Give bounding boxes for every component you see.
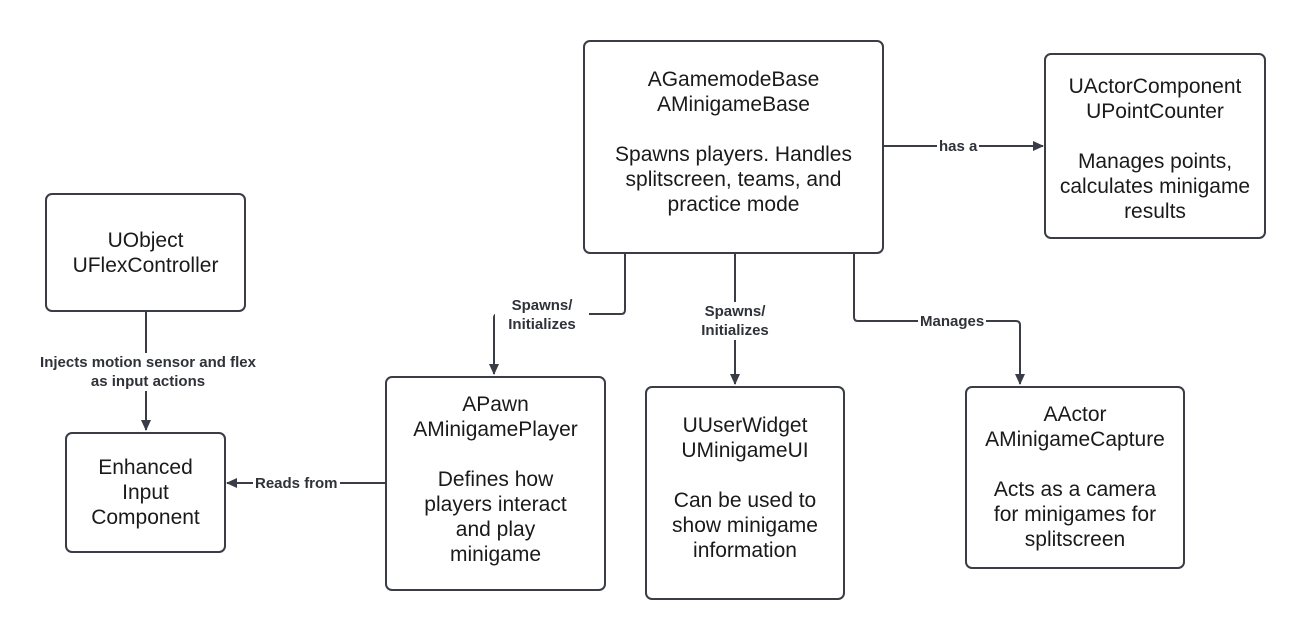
node-class-name: AActor bbox=[1043, 403, 1107, 426]
edge-label-spawns-player: Spawns/ Initializes bbox=[495, 296, 589, 334]
node-description: Can be used to show minigame information bbox=[672, 489, 818, 562]
node-gamemode-base: AGamemodeBase AMinigameBase Spawns playe… bbox=[583, 40, 884, 254]
edge-label-spawns-widget: Spawns/ Initializes bbox=[688, 302, 782, 340]
node-minigame-ui: UUserWidget UMinigameUI Can be used to s… bbox=[645, 386, 845, 600]
node-subclass-name: UPointCounter bbox=[1086, 100, 1224, 123]
node-description: Spawns players. Handles splitscreen, tea… bbox=[615, 143, 852, 216]
node-minigame-player: APawn AMinigamePlayer Defines how player… bbox=[385, 376, 606, 591]
node-minigame-capture: AActor AMinigameCapture Acts as a camera… bbox=[965, 386, 1185, 569]
node-description: Defines how players interact and play mi… bbox=[424, 468, 567, 566]
node-description: Enhanced Input Component bbox=[91, 456, 200, 529]
node-class-name: UActorComponent bbox=[1068, 75, 1242, 98]
node-class-name: AGamemodeBase bbox=[647, 68, 820, 91]
node-description: Acts as a camera for minigames for split… bbox=[993, 478, 1157, 551]
edge-label-manages: Manages bbox=[918, 312, 987, 331]
node-subclass-name: AMinigameBase bbox=[657, 93, 810, 116]
node-subclass-name: UMinigameUI bbox=[681, 439, 809, 462]
node-flex-controller: UObject UFlexController bbox=[45, 193, 246, 312]
node-class-name: UObject bbox=[107, 228, 184, 252]
node-point-counter: UActorComponent UPointCounter Manages po… bbox=[1044, 53, 1266, 239]
node-subclass-name: UFlexController bbox=[72, 253, 219, 277]
node-enhanced-input: Enhanced Input Component bbox=[65, 432, 226, 553]
node-subclass-name: AMinigamePlayer bbox=[413, 418, 578, 441]
edge-label-injects: Injects motion sensor and flex as input … bbox=[36, 353, 260, 391]
edge-label-has-a: has a bbox=[937, 137, 980, 156]
node-class-name: UUserWidget bbox=[682, 414, 808, 437]
node-class-name: APawn bbox=[462, 393, 529, 416]
node-subclass-name: AMinigameCapture bbox=[985, 428, 1165, 451]
edge-label-reads-from: Reads from bbox=[253, 474, 340, 493]
node-description: Manages points, calculates minigame resu… bbox=[1059, 150, 1251, 223]
